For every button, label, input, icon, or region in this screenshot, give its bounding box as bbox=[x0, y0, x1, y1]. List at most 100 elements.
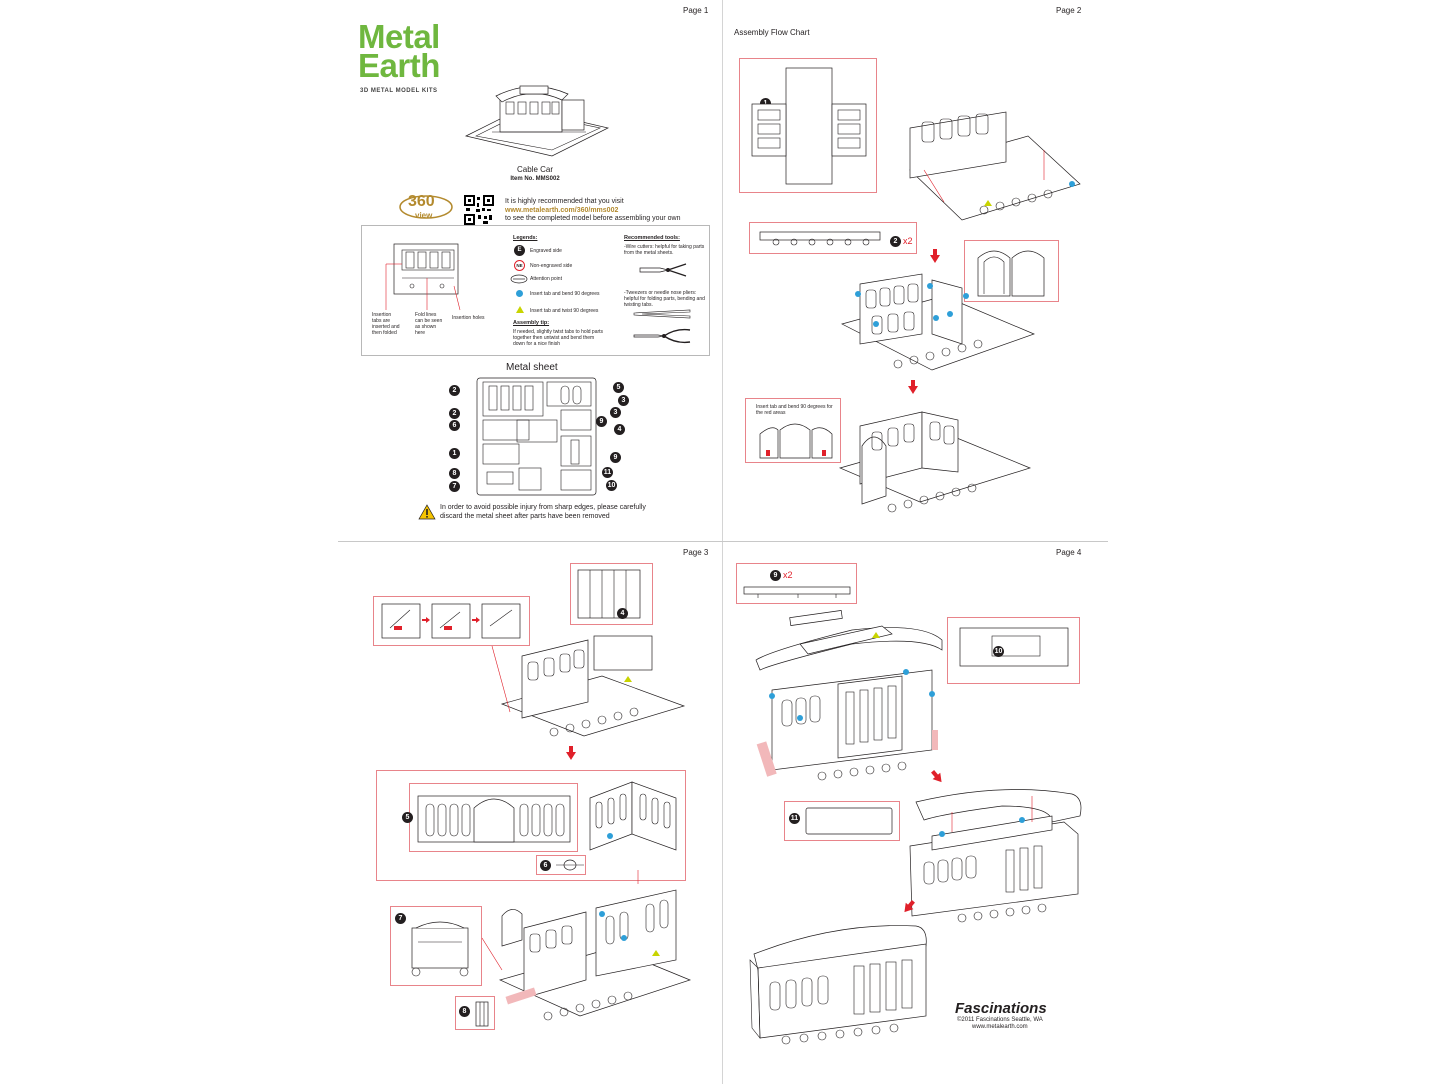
blue-dot-label: Insert tab and bend 90 degrees bbox=[530, 291, 600, 297]
metal-sheet-title: Metal sheet bbox=[506, 362, 558, 373]
sheet-right-badge: 11 bbox=[602, 467, 613, 478]
sheet-right-badge: 4 bbox=[614, 424, 625, 435]
step-9-part-diagram bbox=[743, 586, 851, 598]
cable-car-illustration bbox=[464, 85, 610, 157]
assembly-tip-text: If needed, slightly twist tabs to hold p… bbox=[513, 329, 604, 347]
fascinations-logo: Fascinations bbox=[955, 1000, 1047, 1017]
step-1-frame bbox=[739, 58, 877, 193]
tab-fold-steps-frame bbox=[373, 596, 530, 646]
needle-nose-pliers-icon bbox=[633, 328, 691, 344]
sheet-right-badge: 10 bbox=[606, 480, 617, 491]
red-areas-note: Insert tab and bend 90 degrees for the r… bbox=[756, 404, 833, 416]
tweezers-icon bbox=[633, 309, 691, 319]
page-divider-horizontal bbox=[338, 541, 1108, 542]
sheet-left-badge: 2 bbox=[449, 408, 460, 419]
step-2-assembly-diagram bbox=[841, 273, 1035, 371]
tool-2-text: -Tweezers or needle nose pliers: helpful… bbox=[624, 290, 705, 308]
step-1-part-diagram bbox=[751, 67, 867, 185]
sheet-left-badge: 7 bbox=[449, 481, 460, 492]
sheet-left-badge: 2 bbox=[449, 385, 460, 396]
insertion-tabs-label: Insertion tabs are inserted and then fol… bbox=[372, 312, 400, 336]
insertion-diagram bbox=[385, 243, 461, 311]
flow-chart-title: Assembly Flow Chart bbox=[734, 28, 810, 37]
view-360-text: It is highly recommended that you visit … bbox=[505, 198, 681, 224]
view-360-url[interactable]: www.metalearth.com/360/mms002 bbox=[505, 206, 619, 214]
step-11-part-diagram bbox=[805, 807, 893, 835]
step-5-8-assembly-diagram bbox=[481, 870, 692, 1021]
brand-logo: Metal Earth bbox=[358, 18, 440, 82]
engraved-badge: E bbox=[514, 245, 525, 256]
step-2-part-diagram bbox=[759, 231, 881, 246]
step-2b-frame bbox=[964, 240, 1059, 302]
non-engraved-badge: NE bbox=[514, 260, 525, 271]
copyright-text: ©2011 Fascinations Seattle, WA bbox=[957, 1017, 1043, 1023]
step-8-frame bbox=[455, 996, 495, 1030]
sheet-left-badge: 1 bbox=[449, 448, 460, 459]
warning-line-2: discard the metal sheet after parts have… bbox=[440, 512, 610, 520]
step-2-frame bbox=[749, 222, 917, 254]
tab-fold-steps-diagram bbox=[381, 603, 521, 639]
step-7-badge: 7 bbox=[395, 913, 406, 924]
qr-code-icon[interactable] bbox=[464, 195, 494, 225]
engraved-label: Engraved side bbox=[530, 248, 562, 254]
step-4-frame bbox=[570, 563, 653, 625]
warning-icon bbox=[418, 504, 436, 520]
step-8-badge: 8 bbox=[459, 1006, 470, 1017]
legends-title: Legends: bbox=[513, 235, 538, 241]
arrow-down-icon bbox=[908, 380, 918, 394]
completed-cable-car-diagram bbox=[749, 925, 927, 1045]
tool-1-text: -Wire cutters: helpful for taking parts … bbox=[624, 244, 705, 256]
sheet-right-badge: 5 bbox=[613, 382, 624, 393]
step-3-note-frame bbox=[745, 398, 841, 463]
step-2-multiplier: x2 bbox=[903, 236, 913, 246]
model-item-number: Item No. MMS002 bbox=[510, 176, 560, 182]
step-4-assembly-diagram bbox=[491, 635, 686, 737]
warning-text: In order to avoid possible injury from s… bbox=[440, 504, 646, 521]
badge-view-text: view bbox=[415, 211, 433, 220]
step-6-badge: 6 bbox=[540, 860, 551, 871]
sheet-right-badge: 9 bbox=[596, 416, 607, 427]
warning-line-1: In order to avoid possible injury from s… bbox=[440, 504, 646, 511]
step-10-frame bbox=[947, 617, 1080, 684]
step-2b-part-diagram bbox=[977, 250, 1045, 297]
non-engraved-label: Non-engraved side bbox=[530, 263, 573, 269]
view-360-line-1: It is highly recommended that you visit bbox=[505, 198, 624, 205]
brand-subtitle: 3D METAL MODEL KITS bbox=[360, 88, 438, 94]
page-number-2: Page 2 bbox=[1056, 6, 1082, 15]
step-1-badge: 1 bbox=[760, 98, 771, 109]
step-9-multiplier: x2 bbox=[783, 570, 793, 580]
step-9-10-assembly-diagram bbox=[755, 610, 943, 781]
step-7-part-diagram bbox=[411, 921, 469, 977]
page-number-1: Page 1 bbox=[683, 6, 709, 15]
red-areas-diagram bbox=[759, 423, 833, 459]
step-6-frame bbox=[536, 855, 586, 875]
step-8-part-diagram bbox=[475, 1001, 489, 1027]
page-number-4: Page 4 bbox=[1056, 548, 1082, 557]
page-number-3: Page 3 bbox=[683, 548, 709, 557]
badge-360-text: 360 bbox=[408, 193, 435, 210]
model-name: Cable Car bbox=[516, 165, 553, 174]
sheet-left-badge: 8 bbox=[449, 468, 460, 479]
insertion-holes-label: Insertion holes bbox=[452, 315, 485, 321]
page-divider-vertical bbox=[722, 0, 723, 1084]
legend-panel: Insertion tabs are inserted and then fol… bbox=[361, 225, 710, 356]
tools-title: Recommended tools: bbox=[624, 235, 680, 241]
attention-point-icon bbox=[510, 274, 528, 284]
step-4-badge: 4 bbox=[617, 608, 628, 619]
step-1-assembly-diagram bbox=[909, 111, 1081, 221]
view-360-line-3: to see the completed model before assemb… bbox=[505, 215, 681, 222]
step-7-frame bbox=[390, 906, 482, 986]
step-6-part-diagram bbox=[556, 859, 584, 871]
sheet-right-badge: 9 bbox=[610, 452, 621, 463]
brand-line-1: Metal bbox=[358, 18, 440, 55]
step-5-frame bbox=[376, 770, 686, 881]
step-9-badge: 9 bbox=[770, 570, 781, 581]
website-text: www.metalearth.com bbox=[972, 1024, 1028, 1030]
metal-sheet-diagram bbox=[476, 377, 597, 496]
yellow-triangle-icon bbox=[516, 306, 524, 313]
fold-lines-label: Fold lines can be seen as shown here bbox=[415, 312, 443, 336]
view-360-badge: 360 view bbox=[398, 192, 454, 222]
step-9-frame bbox=[736, 563, 857, 604]
wire-cutter-icon bbox=[639, 263, 687, 277]
sheet-right-badge: 3 bbox=[618, 395, 629, 406]
